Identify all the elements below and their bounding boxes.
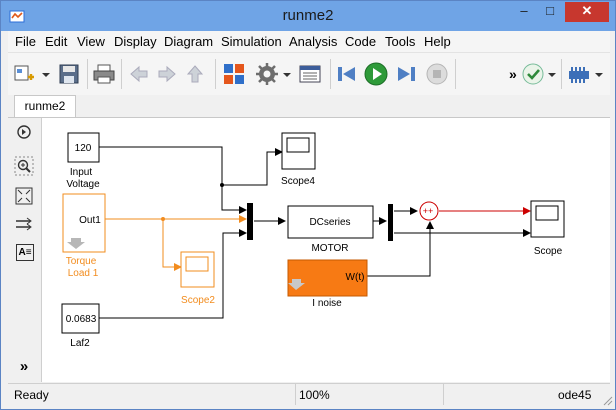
step-forward-icon[interactable] — [394, 62, 418, 86]
title-bar[interactable]: runme2 – □ ✕ — [1, 1, 615, 31]
up-icon[interactable] — [183, 62, 207, 86]
toolbar: » — [8, 52, 610, 96]
input-voltage-label-1: Input — [70, 167, 92, 178]
menu-tools[interactable]: Tools — [385, 34, 416, 49]
minimize-button[interactable]: – — [520, 3, 528, 18]
input-voltage-label-2: Voltage — [66, 179, 100, 190]
mux-block-2[interactable] — [388, 204, 393, 241]
check-dropdown-icon[interactable] — [547, 62, 557, 86]
build-icon[interactable] — [567, 62, 591, 86]
menu-simulation[interactable]: Simulation — [221, 34, 282, 49]
status-bar: Ready 100% ode45 — [8, 383, 610, 405]
torque-load-label-1: Torque — [66, 256, 97, 267]
scope-label: Scope — [534, 246, 563, 257]
step-back-icon[interactable] — [335, 62, 359, 86]
menu-bar: File Edit View Display Diagram Simulatio… — [8, 31, 610, 52]
scope2-label: Scope2 — [181, 295, 215, 306]
menu-view[interactable]: View — [77, 34, 105, 49]
torque-load-label-2: Load 1 — [68, 268, 99, 279]
hide-browser-icon[interactable] — [14, 122, 34, 142]
save-icon[interactable] — [57, 62, 81, 86]
more-icon[interactable]: » — [509, 66, 517, 82]
laf2-block[interactable]: 0.0683 Laf2 — [61, 303, 100, 349]
config-dropdown-icon[interactable] — [282, 62, 292, 86]
mux-block-1[interactable] — [247, 203, 253, 240]
route-lines-icon[interactable] — [14, 214, 34, 234]
inoise-block[interactable]: W(t) I noise — [287, 259, 368, 309]
resize-grip-icon[interactable] — [601, 394, 613, 406]
forward-icon[interactable] — [155, 62, 179, 86]
signal-lines — [99, 146, 531, 319]
scope4-label: Scope4 — [281, 176, 315, 187]
scope4-block[interactable]: Scope4 — [281, 132, 316, 187]
annotation-icon[interactable]: A≡ — [16, 244, 34, 261]
tab-runme2[interactable]: runme2 — [14, 95, 76, 117]
inoise-port: W(t) — [346, 272, 365, 283]
back-icon[interactable] — [127, 62, 151, 86]
torque-load-block[interactable]: Out1 Torque Load 1 — [62, 193, 106, 279]
new-model-icon[interactable] — [13, 62, 37, 86]
build-dropdown-icon[interactable] — [594, 62, 604, 86]
motor-block[interactable]: DCseries MOTOR — [287, 205, 374, 254]
new-dropdown-icon[interactable] — [41, 62, 51, 86]
menu-file[interactable]: File — [15, 34, 36, 49]
close-button[interactable]: ✕ — [565, 2, 609, 22]
stop-icon[interactable] — [425, 62, 449, 86]
model-explorer-icon[interactable] — [298, 62, 322, 86]
laf2-value: 0.0683 — [66, 314, 97, 325]
check-icon[interactable] — [521, 62, 545, 86]
input-voltage-value: 120 — [75, 143, 92, 154]
model-tab-strip: runme2 — [8, 95, 610, 118]
zoom-level[interactable]: 100% — [299, 388, 330, 402]
library-browser-icon[interactable] — [222, 62, 246, 86]
fit-view-icon[interactable] — [14, 186, 34, 206]
expand-palette-icon[interactable]: » — [19, 358, 29, 375]
zoom-in-icon[interactable] — [14, 156, 34, 176]
menu-diagram[interactable]: Diagram — [164, 34, 214, 49]
diagram-canvas[interactable]: 120 Input Voltage Out1 Torque Load 1 0.0… — [42, 118, 610, 382]
sum-signs: ++ — [423, 206, 434, 216]
model-config-icon[interactable] — [255, 62, 279, 86]
menu-display[interactable]: Display — [114, 34, 157, 49]
print-icon[interactable] — [92, 62, 116, 86]
menu-edit[interactable]: Edit — [45, 34, 68, 49]
menu-analysis[interactable]: Analysis — [289, 34, 338, 49]
simulink-app-icon — [9, 10, 25, 23]
solver-name[interactable]: ode45 — [558, 388, 592, 402]
torque-load-port: Out1 — [79, 215, 101, 226]
laf2-label: Laf2 — [70, 338, 90, 349]
menu-help[interactable]: Help — [424, 34, 451, 49]
menu-code[interactable]: Code — [345, 34, 377, 49]
scope-block[interactable]: Scope — [530, 200, 565, 257]
block-diagram: 120 Input Voltage Out1 Torque Load 1 0.0… — [61, 132, 565, 349]
scope2-block[interactable]: Scope2 — [180, 251, 215, 306]
motor-label: MOTOR — [311, 243, 348, 254]
maximize-button[interactable]: □ — [546, 3, 554, 18]
sum-block[interactable]: ++ — [419, 201, 439, 221]
inoise-label: I noise — [312, 298, 342, 309]
window-title: runme2 — [282, 7, 334, 24]
motor-text: DCseries — [309, 217, 350, 228]
run-icon[interactable] — [364, 62, 388, 86]
input-voltage-block[interactable]: 120 Input Voltage — [66, 132, 100, 190]
status-text: Ready — [14, 388, 49, 402]
tool-palette: A≡ » — [8, 118, 42, 382]
